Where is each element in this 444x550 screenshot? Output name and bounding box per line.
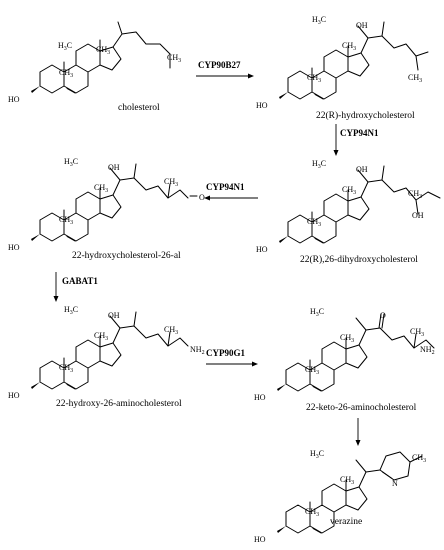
label-ho-4: HO <box>8 243 20 252</box>
label-ho-6: HO <box>254 393 266 402</box>
label-ch3: CH3 <box>96 45 110 56</box>
compound-name-22-hydroxy-26-aminocholesterol: 22-hydroxy-26-aminocholesterol <box>56 399 182 409</box>
label-oh-5: OH <box>108 311 120 320</box>
label-ch3-2c: CH3 <box>408 73 422 84</box>
enzyme-label-1: CYP90B27 <box>198 60 241 70</box>
label-oh-3a: OH <box>356 165 368 174</box>
label-h3c: H3C <box>58 41 72 52</box>
label-oh-2: OH <box>356 21 368 30</box>
label-h3c-7: H3C <box>310 449 324 460</box>
label-n-7: N <box>392 479 398 488</box>
label-ch3-4: CH3 <box>94 183 108 194</box>
label-ch3-6c: CH3 <box>410 327 424 338</box>
label-ch3-7c: CH3 <box>412 453 426 464</box>
label-ch3-7: CH3 <box>340 475 354 486</box>
label-h3c-3: H3C <box>312 159 326 170</box>
compound-22-hydroxy-26-aminocholesterol <box>30 311 189 390</box>
label-nh2-5: NH2 <box>190 345 205 356</box>
compound-name-22-keto-26-aminocholesterol: 22-keto-26-aminocholesterol <box>306 403 417 413</box>
label-o-6: O <box>380 311 386 320</box>
label-h3c-5: H3C <box>64 305 78 316</box>
compound-name-22R-26-dihydroxycholesterol: 22(R),26-dihydroxycholesterol <box>300 254 418 265</box>
compound-name-verazine: verazine <box>330 517 362 527</box>
enzyme-label-5: CYP90G1 <box>206 348 245 358</box>
compound-22-hydroxycholesterol-26-al <box>30 163 198 242</box>
label-ch3-6b: CH3 <box>305 365 319 376</box>
label-ch3-5c: CH3 <box>164 325 178 336</box>
enzyme-label-4: GABAT1 <box>62 276 98 286</box>
label-ho-3: HO <box>256 245 268 254</box>
arrow-head-2 <box>333 150 339 156</box>
label-ch3-5: CH3 <box>94 331 108 342</box>
arrow-head-4 <box>53 296 59 302</box>
label-ho-7: HO <box>254 535 266 544</box>
compound-verazine <box>276 451 423 534</box>
label-ch3-7b: CH3 <box>305 507 319 518</box>
label-ch3-3: CH3 <box>342 185 356 196</box>
label-h3c-4: H3C <box>64 157 78 168</box>
label-ch3-3c: CH3 <box>408 189 422 200</box>
enzyme-label-2: CYP94N1 <box>340 128 379 138</box>
label-oh-3b: OH <box>412 211 424 220</box>
compound-name-cholesterol: cholesterol <box>118 103 160 113</box>
label-ch3-4b: CH3 <box>59 215 73 226</box>
arrow-head-5 <box>252 361 258 367</box>
label-ch3-4c: CH3 <box>164 177 178 188</box>
compound-cholesterol <box>30 21 171 94</box>
arrow-head-1 <box>248 73 254 79</box>
arrow-head-6 <box>355 440 361 446</box>
compound-name-22R-hydroxycholesterol: 22(R)-hydroxycholesterol <box>316 110 415 121</box>
label-ch3-3b: CH3 <box>307 217 321 228</box>
label-ho-2: HO <box>256 101 268 110</box>
compound-name-22-hydroxycholesterol-26-al: 22-hydroxycholesterol-26-al <box>72 251 181 261</box>
label-ch3-2: CH3 <box>342 41 356 52</box>
label-nh2-6: NH2 <box>420 345 435 356</box>
label-h3c-6: H3C <box>310 307 324 318</box>
label-ho-5: HO <box>8 391 20 400</box>
enzyme-label-3: CYP94N1 <box>206 182 245 192</box>
label-o-4: O <box>199 193 205 202</box>
label-h3c-2: H3C <box>312 15 326 26</box>
compound-22-keto-26-aminocholesterol <box>276 313 435 392</box>
label-ch3-6: CH3 <box>340 333 354 344</box>
label-h-c19: CH3 <box>59 68 73 79</box>
compound-22R-hydroxycholesterol <box>278 21 429 100</box>
label-ch3-2b: CH3 <box>307 73 321 84</box>
label-ch3-5b: CH3 <box>59 363 73 374</box>
arrow-head-3 <box>204 195 210 201</box>
label-ch3-term: CH3 <box>167 53 181 64</box>
label-ho: HO <box>8 95 20 104</box>
label-oh-4: OH <box>108 163 120 172</box>
compound-22R-26-dihydroxycholesterol <box>278 165 441 244</box>
